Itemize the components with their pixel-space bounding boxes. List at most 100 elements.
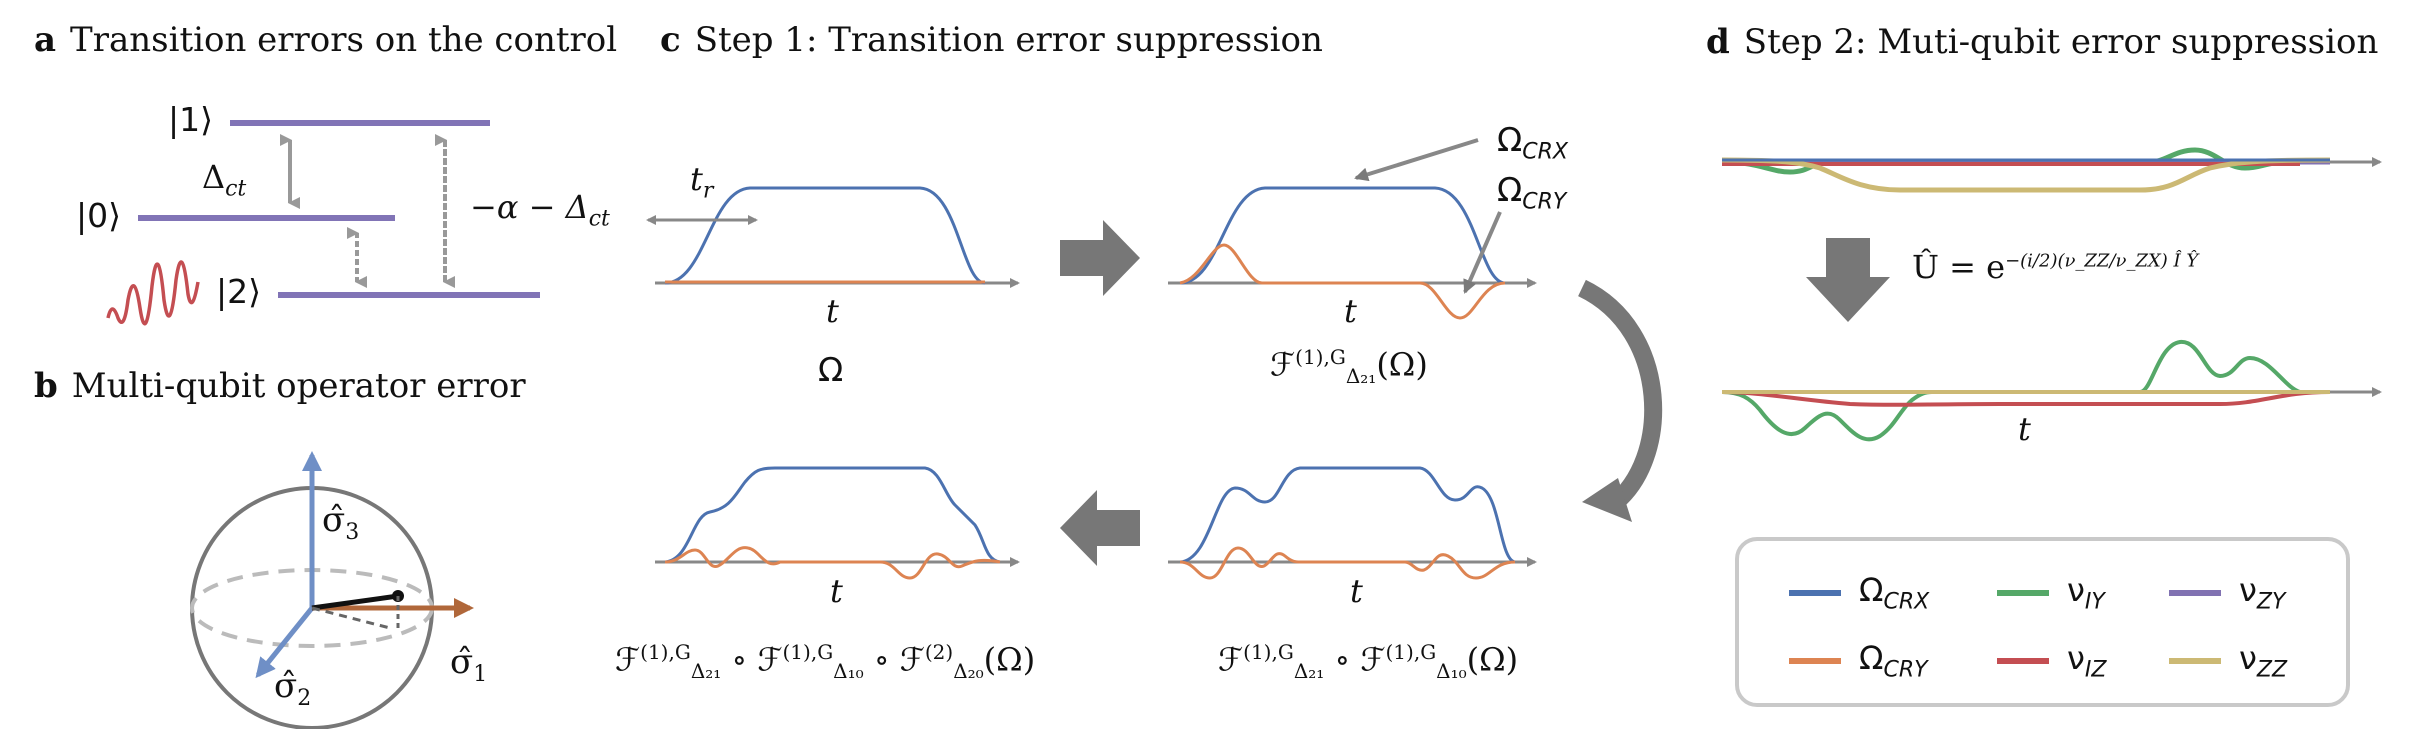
state-1-label: |1⟩ bbox=[168, 100, 213, 139]
panel-b-text: Multi-qubit operator error bbox=[71, 366, 526, 406]
panel-d-letter: d bbox=[1706, 22, 1730, 62]
legend-swatch bbox=[1997, 590, 2049, 596]
legend-label: νZY bbox=[2239, 571, 2286, 615]
f3-a-sup: (1),G bbox=[640, 640, 691, 664]
legend-item: ΩCRX bbox=[1789, 571, 1930, 615]
omega-crx-pointer bbox=[1354, 138, 1479, 182]
nu-iz-series bbox=[1721, 390, 2331, 407]
alpha-symbol: −α − Δ bbox=[470, 188, 589, 226]
f1-sub: Δ₂₁ bbox=[1345, 364, 1377, 389]
panel-a-text: Transition errors on the control bbox=[70, 20, 618, 60]
delta-ct-symbol: Δ bbox=[202, 158, 226, 196]
f2-right-sup: (1),G bbox=[1385, 640, 1437, 664]
omega-crx-series bbox=[664, 466, 1001, 564]
panel-a-letter: a bbox=[34, 20, 57, 60]
sigma2-symbol: σ̂ bbox=[274, 666, 298, 706]
omega-crx-series bbox=[1179, 186, 1506, 285]
sigma3-symbol: σ̂ bbox=[322, 500, 346, 540]
legend-swatch bbox=[1997, 658, 2049, 664]
panel-c-text: Step 1: Transition error suppression bbox=[694, 20, 1323, 60]
legend-swatch bbox=[2169, 590, 2221, 596]
f3-c-sub: Δ₂₀ bbox=[953, 659, 984, 684]
compose-symbol: ∘ bbox=[1334, 640, 1351, 679]
f2-right-symbol: ℱ bbox=[1360, 640, 1386, 679]
plot2-t-label: t bbox=[1344, 292, 1357, 330]
omega-cry-series bbox=[1179, 243, 1506, 320]
bloch-sphere bbox=[190, 451, 474, 729]
drive-wave-icon bbox=[106, 260, 200, 326]
omega-crx-annotation: ΩCRX bbox=[1497, 120, 1568, 165]
f3-c-sup: (2) bbox=[924, 640, 954, 664]
panel-d-bottom-plot bbox=[1721, 340, 2382, 442]
f3-b-sup: (1),G bbox=[782, 640, 834, 664]
omega-cry-series bbox=[664, 546, 1001, 580]
sigma2-sub: 2 bbox=[297, 685, 312, 711]
legend-item: νIY bbox=[1997, 571, 2105, 615]
plot4-t-label: t bbox=[830, 572, 843, 610]
f2-left-sup: (1),G bbox=[1243, 640, 1294, 664]
projection-line bbox=[311, 606, 391, 630]
step-arrow-down-icon bbox=[1806, 238, 1890, 322]
f2-arg: (Ω) bbox=[1466, 640, 1519, 679]
unitary-exponent: −(i/2)(ν_ZZ/ν_ZX) Î Ŷ bbox=[2005, 250, 2199, 272]
nu-iy-series bbox=[1721, 147, 2330, 175]
step-arrow-right-icon bbox=[1060, 220, 1140, 296]
f3-b-symbol: ℱ bbox=[757, 640, 783, 679]
tr-sub: r bbox=[702, 178, 714, 204]
plot4-caption: ℱ(1),GΔ₂₁ ∘ ℱ(1),GΔ₁₀ ∘ ℱ(2)Δ₂₀(Ω) bbox=[615, 640, 1035, 683]
legend-swatch bbox=[2169, 658, 2221, 664]
unitary-formula: Û = e−(i/2)(ν_ZZ/ν_ZX) Î Ŷ bbox=[1912, 248, 2198, 286]
step-arrow-left-icon bbox=[1060, 490, 1140, 566]
sigma2-axis bbox=[255, 606, 314, 679]
omega-cry-pointer bbox=[1463, 211, 1502, 294]
f3-arg: (Ω) bbox=[983, 640, 1036, 679]
omega-cry-sub: CRY bbox=[1522, 189, 1567, 215]
legend-swatch bbox=[1789, 590, 1841, 596]
f2-left-sub: Δ₂₁ bbox=[1293, 659, 1325, 684]
panel-b-letter: b bbox=[34, 366, 58, 406]
curved-step-arrow-head-icon bbox=[1582, 478, 1632, 522]
pulse-plot-omega bbox=[646, 186, 1020, 288]
omega-cry-series bbox=[1179, 546, 1516, 580]
legend-swatch bbox=[1789, 658, 1841, 664]
level-diagram bbox=[106, 120, 540, 326]
panel-d-top-plot bbox=[1721, 147, 2382, 193]
delta-ct-label: Δct bbox=[202, 158, 246, 201]
plot2-caption: ℱ(1),GΔ₂₁(Ω) bbox=[1270, 345, 1428, 388]
compose-symbol-2: ∘ bbox=[873, 640, 890, 679]
omega-crx-series bbox=[664, 186, 986, 285]
legend-label: νIZ bbox=[2067, 639, 2107, 683]
f3-b-sub: Δ₁₀ bbox=[833, 659, 864, 684]
plot3-t-label: t bbox=[1350, 572, 1363, 610]
f2-left-symbol: ℱ bbox=[1218, 640, 1244, 679]
panel-b-title: b Multi-qubit operator error bbox=[34, 366, 526, 406]
legend-label: νZZ bbox=[2239, 639, 2288, 683]
nu-iy-series bbox=[1721, 340, 2330, 442]
f3-a-sub: Δ₂₁ bbox=[690, 659, 722, 684]
f3-c-symbol: ℱ bbox=[899, 640, 925, 679]
compose-symbol-1: ∘ bbox=[731, 640, 748, 679]
alpha-label: −α − Δct bbox=[470, 188, 610, 231]
pulse-plot-f1 bbox=[1168, 138, 1537, 320]
legend-label: ΩCRX bbox=[1859, 571, 1930, 615]
omega-cry-annotation: ΩCRY bbox=[1497, 170, 1566, 215]
f3-a-symbol: ℱ bbox=[615, 640, 641, 679]
legend-item: νZY bbox=[2169, 571, 2286, 615]
f1-sup: (1),G bbox=[1295, 345, 1346, 369]
curved-step-arrow bbox=[1577, 279, 1663, 513]
state-2-label: |2⟩ bbox=[216, 272, 261, 311]
unitary-lhs: Û = e bbox=[1912, 248, 2006, 286]
legend: ΩCRX νIY νZY ΩCRY νIZ νZZ bbox=[1735, 537, 2350, 707]
tr-label: tr bbox=[690, 160, 713, 203]
tr-symbol: t bbox=[690, 160, 703, 198]
sigma1-label: σ̂1 bbox=[450, 642, 487, 687]
omega-cry-symbol: Ω bbox=[1497, 170, 1523, 209]
plot3-caption: ℱ(1),GΔ₂₁ ∘ ℱ(1),GΔ₁₀(Ω) bbox=[1218, 640, 1518, 683]
f1-symbol: ℱ bbox=[1270, 345, 1296, 384]
legend-item: νIZ bbox=[1997, 639, 2107, 683]
f1-arg: (Ω) bbox=[1376, 345, 1428, 384]
legend-label: ΩCRY bbox=[1859, 639, 1928, 683]
